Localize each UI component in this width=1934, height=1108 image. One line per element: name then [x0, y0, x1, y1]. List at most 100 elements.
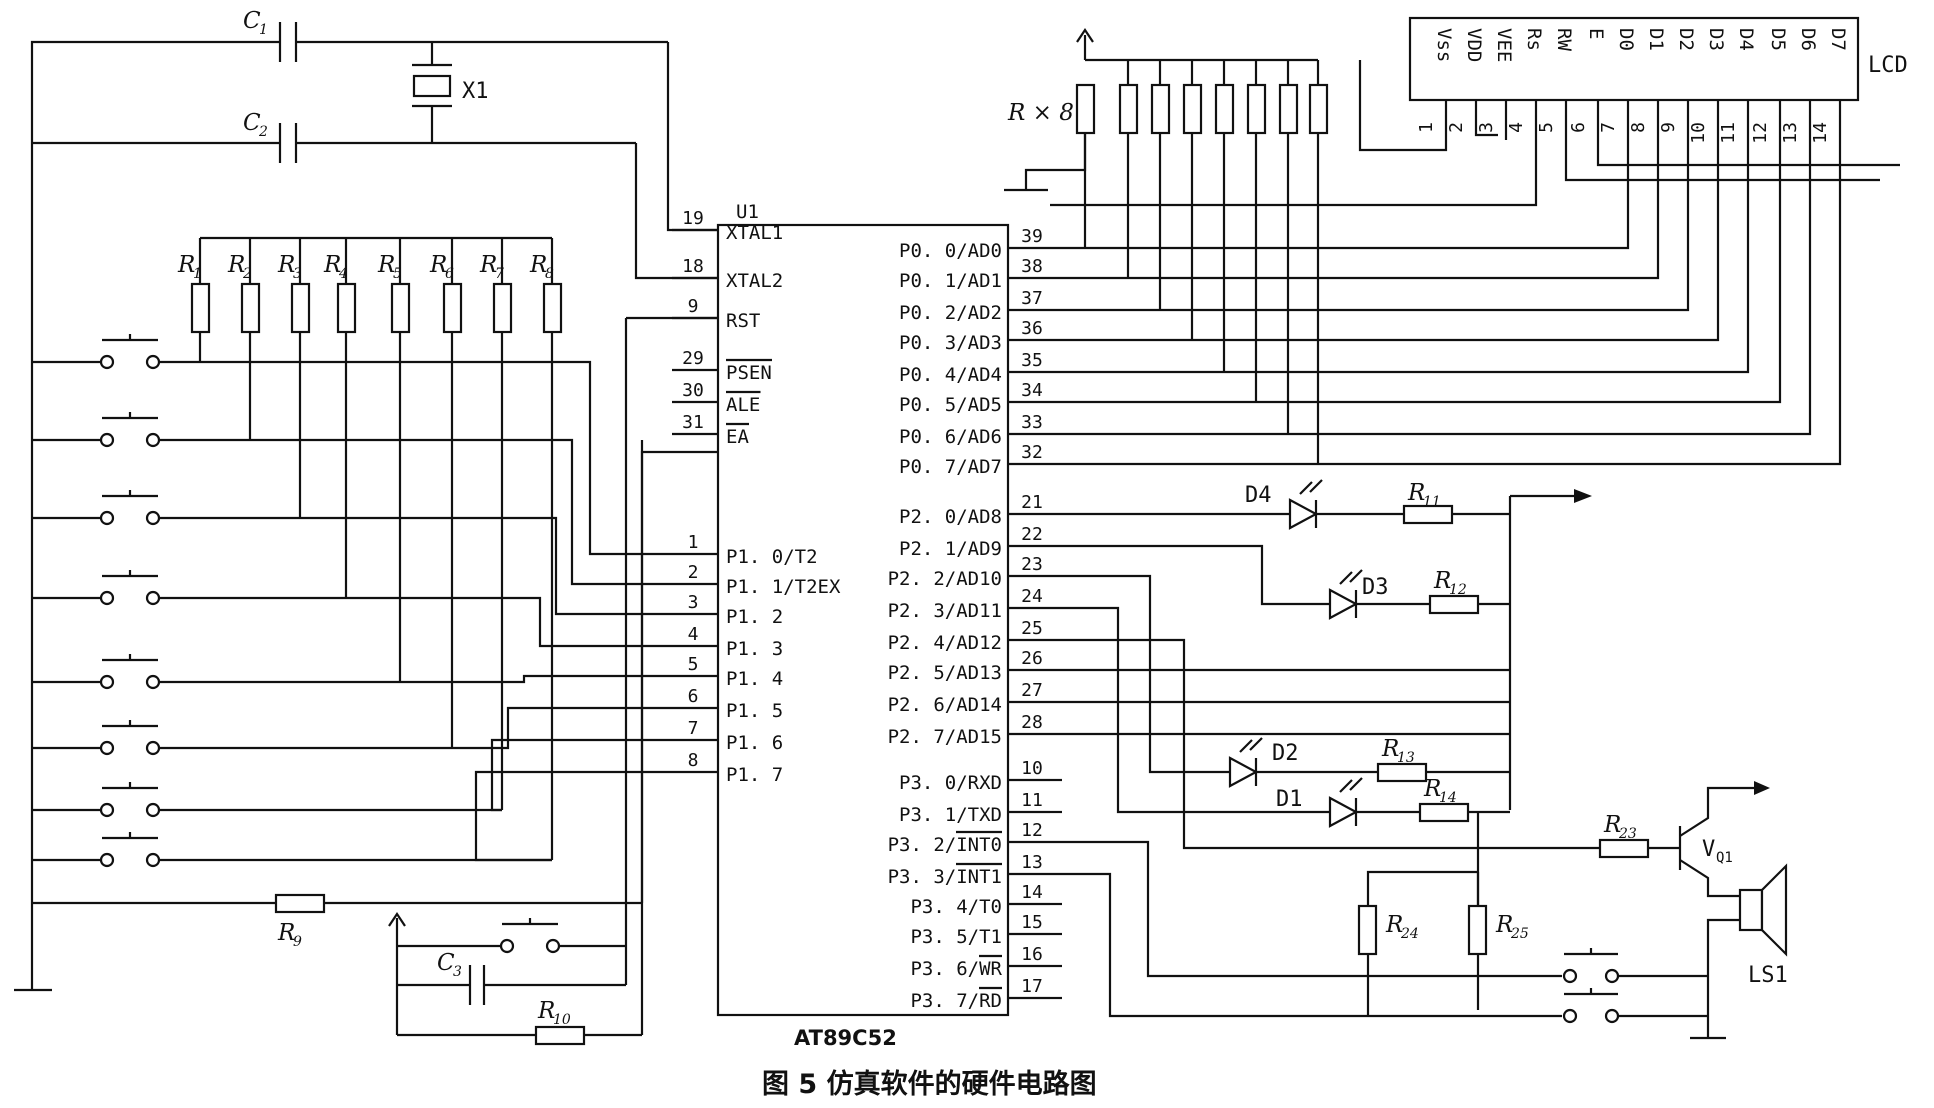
- rx8-label: R × 8: [1007, 100, 1074, 126]
- lcd-pin-label: VDD: [1463, 28, 1485, 62]
- mcu-pin-number: 11: [1021, 790, 1043, 811]
- resistor-label: R: [1603, 812, 1621, 838]
- r2-sub: 2: [242, 266, 252, 282]
- reset-network: C 3 R 10: [388, 316, 718, 1046]
- r5-sub: 5: [393, 266, 402, 282]
- mcu-pin-number: 28: [1021, 712, 1043, 733]
- lcd-pin-number: 6: [1568, 122, 1589, 133]
- resistor-r9: R 9: [32, 450, 718, 950]
- mcu-pin-label: P3. 3/INT1: [888, 866, 1002, 888]
- resistor-label: R: [1433, 568, 1451, 594]
- lcd-pin-label: RW: [1553, 28, 1575, 51]
- push-button[interactable]: [32, 654, 672, 690]
- mcu-pin-label: P0. 3/AD3: [899, 332, 1002, 354]
- mcu-pin-number: 17: [1021, 976, 1043, 997]
- r10-label: R: [537, 998, 555, 1024]
- resistor: [1598, 838, 1650, 859]
- lcd-pin-number: 10: [1688, 122, 1709, 144]
- mcu-pin-label: P0. 1/AD1: [899, 270, 1002, 292]
- mcu-pin-label: P0. 7/AD7: [899, 456, 1002, 478]
- push-button[interactable]: [32, 738, 672, 818]
- r7-label: R: [479, 252, 497, 278]
- push-button[interactable]: [32, 770, 672, 868]
- capacitor-c2: C 2: [243, 110, 298, 163]
- resistor-r3: [290, 282, 311, 334]
- mcu-pin-number: 14: [1021, 882, 1043, 903]
- lcd-pin-label: Rs: [1523, 28, 1545, 51]
- mcu-pin-number: 25: [1021, 618, 1043, 639]
- lcd-pin-label: D5: [1767, 28, 1789, 51]
- mcu-pin-label: XTAL2: [726, 270, 783, 292]
- mcu-pin-label: P0. 2/AD2: [899, 302, 1002, 324]
- lcd-pin-label: Vss: [1433, 28, 1455, 62]
- lcd-pin-number: 3: [1476, 122, 1497, 133]
- r5-label: R: [377, 252, 395, 278]
- r6-label: R: [429, 252, 447, 278]
- lcd-pin-label: D0: [1615, 28, 1637, 51]
- push-button[interactable]: [32, 706, 672, 756]
- r1-label: R: [177, 252, 195, 278]
- mcu-pin-number: 38: [1021, 256, 1043, 277]
- capacitor-c1: C 1: [243, 8, 298, 62]
- resistor-r5: [390, 282, 411, 334]
- mcu-pin-label: P2. 5/AD13: [888, 662, 1002, 684]
- mcu-pin-number: 2: [688, 562, 699, 583]
- mcu-pin-label: P2. 4/AD12: [888, 632, 1002, 654]
- mcu-pin-number: 8: [688, 750, 699, 771]
- mcu-pin-label: P2. 6/AD14: [888, 694, 1002, 716]
- mcu-pin-number: 12: [1021, 820, 1043, 841]
- lcd-module: LCD Vss1VDD2VEE3Rs4RW5E6D07D18D29D310D41…: [1050, 16, 1908, 466]
- resistor: [1376, 762, 1428, 783]
- lcd-pin-label: E: [1585, 28, 1607, 39]
- push-button[interactable]: [32, 490, 672, 616]
- mcu-pin-label: P0. 5/AD5: [899, 394, 1002, 416]
- lcd-pin-number: 12: [1750, 122, 1771, 144]
- resistor-r25: [1467, 904, 1488, 956]
- r8-sub: 8: [545, 266, 554, 282]
- speaker-ls1: [1738, 888, 1764, 932]
- mcu-pin-number: 31: [682, 412, 704, 433]
- c2-label: C: [243, 110, 261, 136]
- mcu-pin-label: P2. 7/AD15: [888, 726, 1002, 748]
- transistor-sub: Q1: [1716, 850, 1733, 866]
- mcu-pin-number: 10: [1021, 758, 1043, 779]
- mcu-pin-label: P1. 0/T2: [726, 546, 818, 568]
- lcd-pin-label: VEE: [1493, 28, 1515, 62]
- mcu-pin-number: 19: [682, 208, 704, 229]
- mcu-pin-number: 27: [1021, 680, 1043, 701]
- resistor-label: R: [1381, 736, 1399, 762]
- mcu-pin-label: P1. 2: [726, 606, 783, 628]
- pullup-resistor: [1118, 83, 1139, 135]
- mcu-pin-number: 33: [1021, 412, 1043, 433]
- x1-label: X1: [462, 79, 489, 104]
- mcu-pin-label: P2. 0/AD8: [899, 506, 1002, 528]
- mcu-pin-label: P1. 1/T2EX: [726, 576, 841, 598]
- lcd-pin-label: D7: [1827, 28, 1849, 51]
- mcu-pin-number: 29: [682, 348, 704, 369]
- push-button[interactable]: [32, 570, 672, 648]
- mcu-pin-label: P3. 0/RXD: [899, 772, 1002, 794]
- push-button[interactable]: [1562, 988, 1708, 1024]
- pullup-resistor: [1246, 83, 1267, 135]
- mcu-pin-number: 34: [1021, 380, 1043, 401]
- mcu-pin-label: ALE: [726, 394, 760, 416]
- resistor: [1418, 802, 1470, 823]
- push-button[interactable]: [32, 334, 672, 556]
- mcu-pin-number: 22: [1021, 524, 1043, 545]
- push-button[interactable]: [32, 412, 672, 586]
- button-column: [32, 334, 672, 868]
- r2-label: R: [227, 252, 245, 278]
- lcd-pin-number: 7: [1598, 122, 1619, 133]
- r24-label: R: [1385, 912, 1403, 938]
- lcd-label: LCD: [1868, 53, 1908, 78]
- mcu-pin-number: 9: [688, 296, 699, 317]
- resistor-sub: 23: [1618, 826, 1637, 842]
- mcu-pin-label: P2. 1/AD9: [899, 538, 1002, 560]
- crystal-x1: X1: [412, 42, 489, 143]
- r3-label: R: [277, 252, 295, 278]
- push-button[interactable]: [1562, 948, 1708, 984]
- mcu-pin-number: 18: [682, 256, 704, 277]
- mcu-pin-number: 23: [1021, 554, 1043, 575]
- resistor-r8: [542, 282, 563, 334]
